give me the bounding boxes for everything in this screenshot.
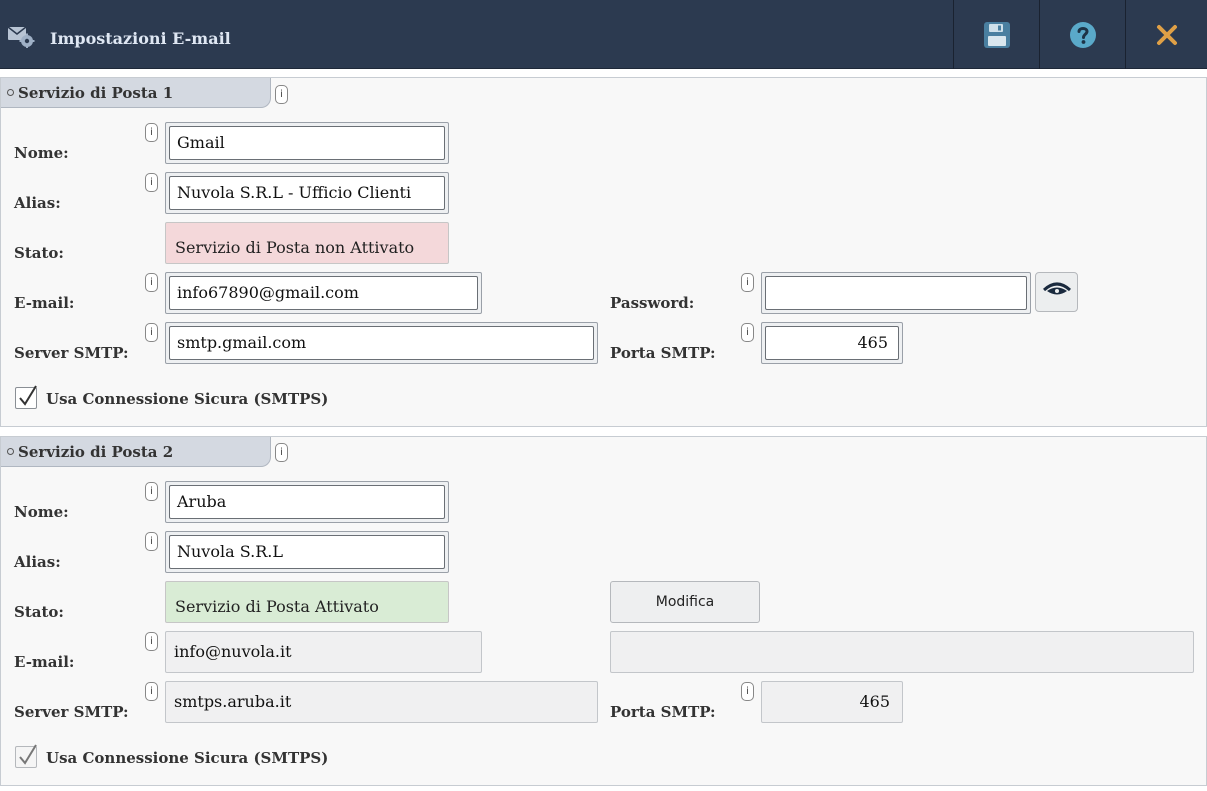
password-field[interactable] [761, 272, 1031, 314]
collapse-toggle-icon [7, 448, 14, 455]
smtp-port-field: 465 [761, 681, 903, 723]
secure-connection-checkbox[interactable] [15, 385, 37, 409]
save-icon [983, 21, 1011, 49]
smtp-port-label: Porta SMTP: [610, 703, 716, 721]
info-icon[interactable]: i [145, 482, 158, 501]
status-badge: Servizio di Posta Attivato [165, 581, 449, 623]
password-field [610, 631, 1194, 673]
alias-value[interactable]: Nuvola S.R.L [169, 535, 445, 569]
save-button[interactable] [953, 0, 1039, 69]
alias-label: Alias: [14, 194, 61, 212]
checkmark-icon [19, 744, 37, 765]
email-value[interactable]: info67890@gmail.com [169, 276, 478, 310]
info-icon[interactable]: i [145, 123, 158, 142]
mail-service-2-panel: Servizio di Posta 2 i i Nome: Aruba i Al… [0, 436, 1207, 786]
name-value[interactable]: Gmail [169, 126, 445, 160]
smtp-port-value: 465 [859, 692, 890, 711]
email-value: info@nuvola.it [174, 642, 292, 661]
email-label: E-mail: [14, 653, 75, 671]
show-password-button[interactable] [1035, 272, 1078, 312]
email-settings-icon [6, 24, 36, 48]
section-header[interactable]: Servizio di Posta 1 [1, 78, 271, 108]
mail-service-1-panel: Servizio di Posta 1 i i Nome: Gmail i Al… [0, 77, 1207, 427]
smtp-server-label: Server SMTP: [14, 703, 129, 721]
status-badge: Servizio di Posta non Attivato [165, 222, 449, 264]
help-button[interactable] [1039, 0, 1125, 69]
password-label: Password: [610, 294, 695, 312]
smtp-server-field[interactable]: smtp.gmail.com [165, 322, 598, 364]
name-label: Nome: [14, 503, 69, 521]
email-label: E-mail: [14, 294, 75, 312]
email-field[interactable]: info67890@gmail.com [165, 272, 482, 314]
smtp-port-value[interactable]: 465 [765, 326, 899, 360]
password-value[interactable] [765, 276, 1027, 310]
section-title: Servizio di Posta 1 [18, 84, 174, 102]
close-button[interactable] [1125, 0, 1207, 69]
info-icon[interactable]: i [275, 85, 288, 104]
info-icon[interactable]: i [145, 682, 158, 701]
edit-button[interactable]: Modifica [610, 581, 760, 623]
help-icon [1069, 21, 1097, 49]
info-icon[interactable]: i [145, 173, 158, 192]
title-bar: Impostazioni E-mail [0, 0, 1207, 69]
name-value[interactable]: Aruba [169, 485, 445, 519]
email-field: info@nuvola.it [165, 631, 482, 673]
section-title: Servizio di Posta 2 [18, 443, 174, 461]
secure-connection-label: Usa Connessione Sicura (SMTPS) [46, 749, 329, 767]
alias-value[interactable]: Nuvola S.R.L - Ufficio Clienti [169, 176, 445, 210]
collapse-toggle-icon [7, 89, 14, 96]
info-icon[interactable]: i [741, 273, 754, 292]
smtp-server-field: smtps.aruba.it [165, 681, 598, 723]
close-icon [1156, 24, 1178, 46]
password-value [611, 632, 1193, 672]
info-icon[interactable]: i [145, 323, 158, 342]
secure-connection-checkbox [15, 744, 37, 768]
info-icon[interactable]: i [741, 682, 754, 701]
info-icon[interactable]: i [145, 632, 158, 651]
smtp-server-value[interactable]: smtp.gmail.com [169, 326, 594, 360]
eye-icon [1042, 281, 1071, 303]
section-header[interactable]: Servizio di Posta 2 [1, 437, 271, 467]
smtp-server-value: smtps.aruba.it [174, 692, 292, 711]
secure-connection-label[interactable]: Usa Connessione Sicura (SMTPS) [46, 390, 329, 408]
info-icon[interactable]: i [145, 532, 158, 551]
info-icon[interactable]: i [145, 273, 158, 292]
smtp-port-label: Porta SMTP: [610, 344, 716, 362]
smtp-port-field[interactable]: 465 [761, 322, 903, 364]
status-label: Stato: [14, 244, 64, 262]
info-icon[interactable]: i [741, 323, 754, 342]
alias-field[interactable]: Nuvola S.R.L - Ufficio Clienti [165, 172, 449, 214]
name-field[interactable]: Gmail [165, 122, 449, 164]
alias-label: Alias: [14, 553, 61, 571]
smtp-server-label: Server SMTP: [14, 344, 129, 362]
window-title: Impostazioni E-mail [50, 29, 231, 48]
status-label: Stato: [14, 603, 64, 621]
alias-field[interactable]: Nuvola S.R.L [165, 531, 449, 573]
name-label: Nome: [14, 144, 69, 162]
info-icon[interactable]: i [275, 443, 288, 462]
checkmark-icon [19, 385, 37, 406]
name-field[interactable]: Aruba [165, 481, 449, 523]
